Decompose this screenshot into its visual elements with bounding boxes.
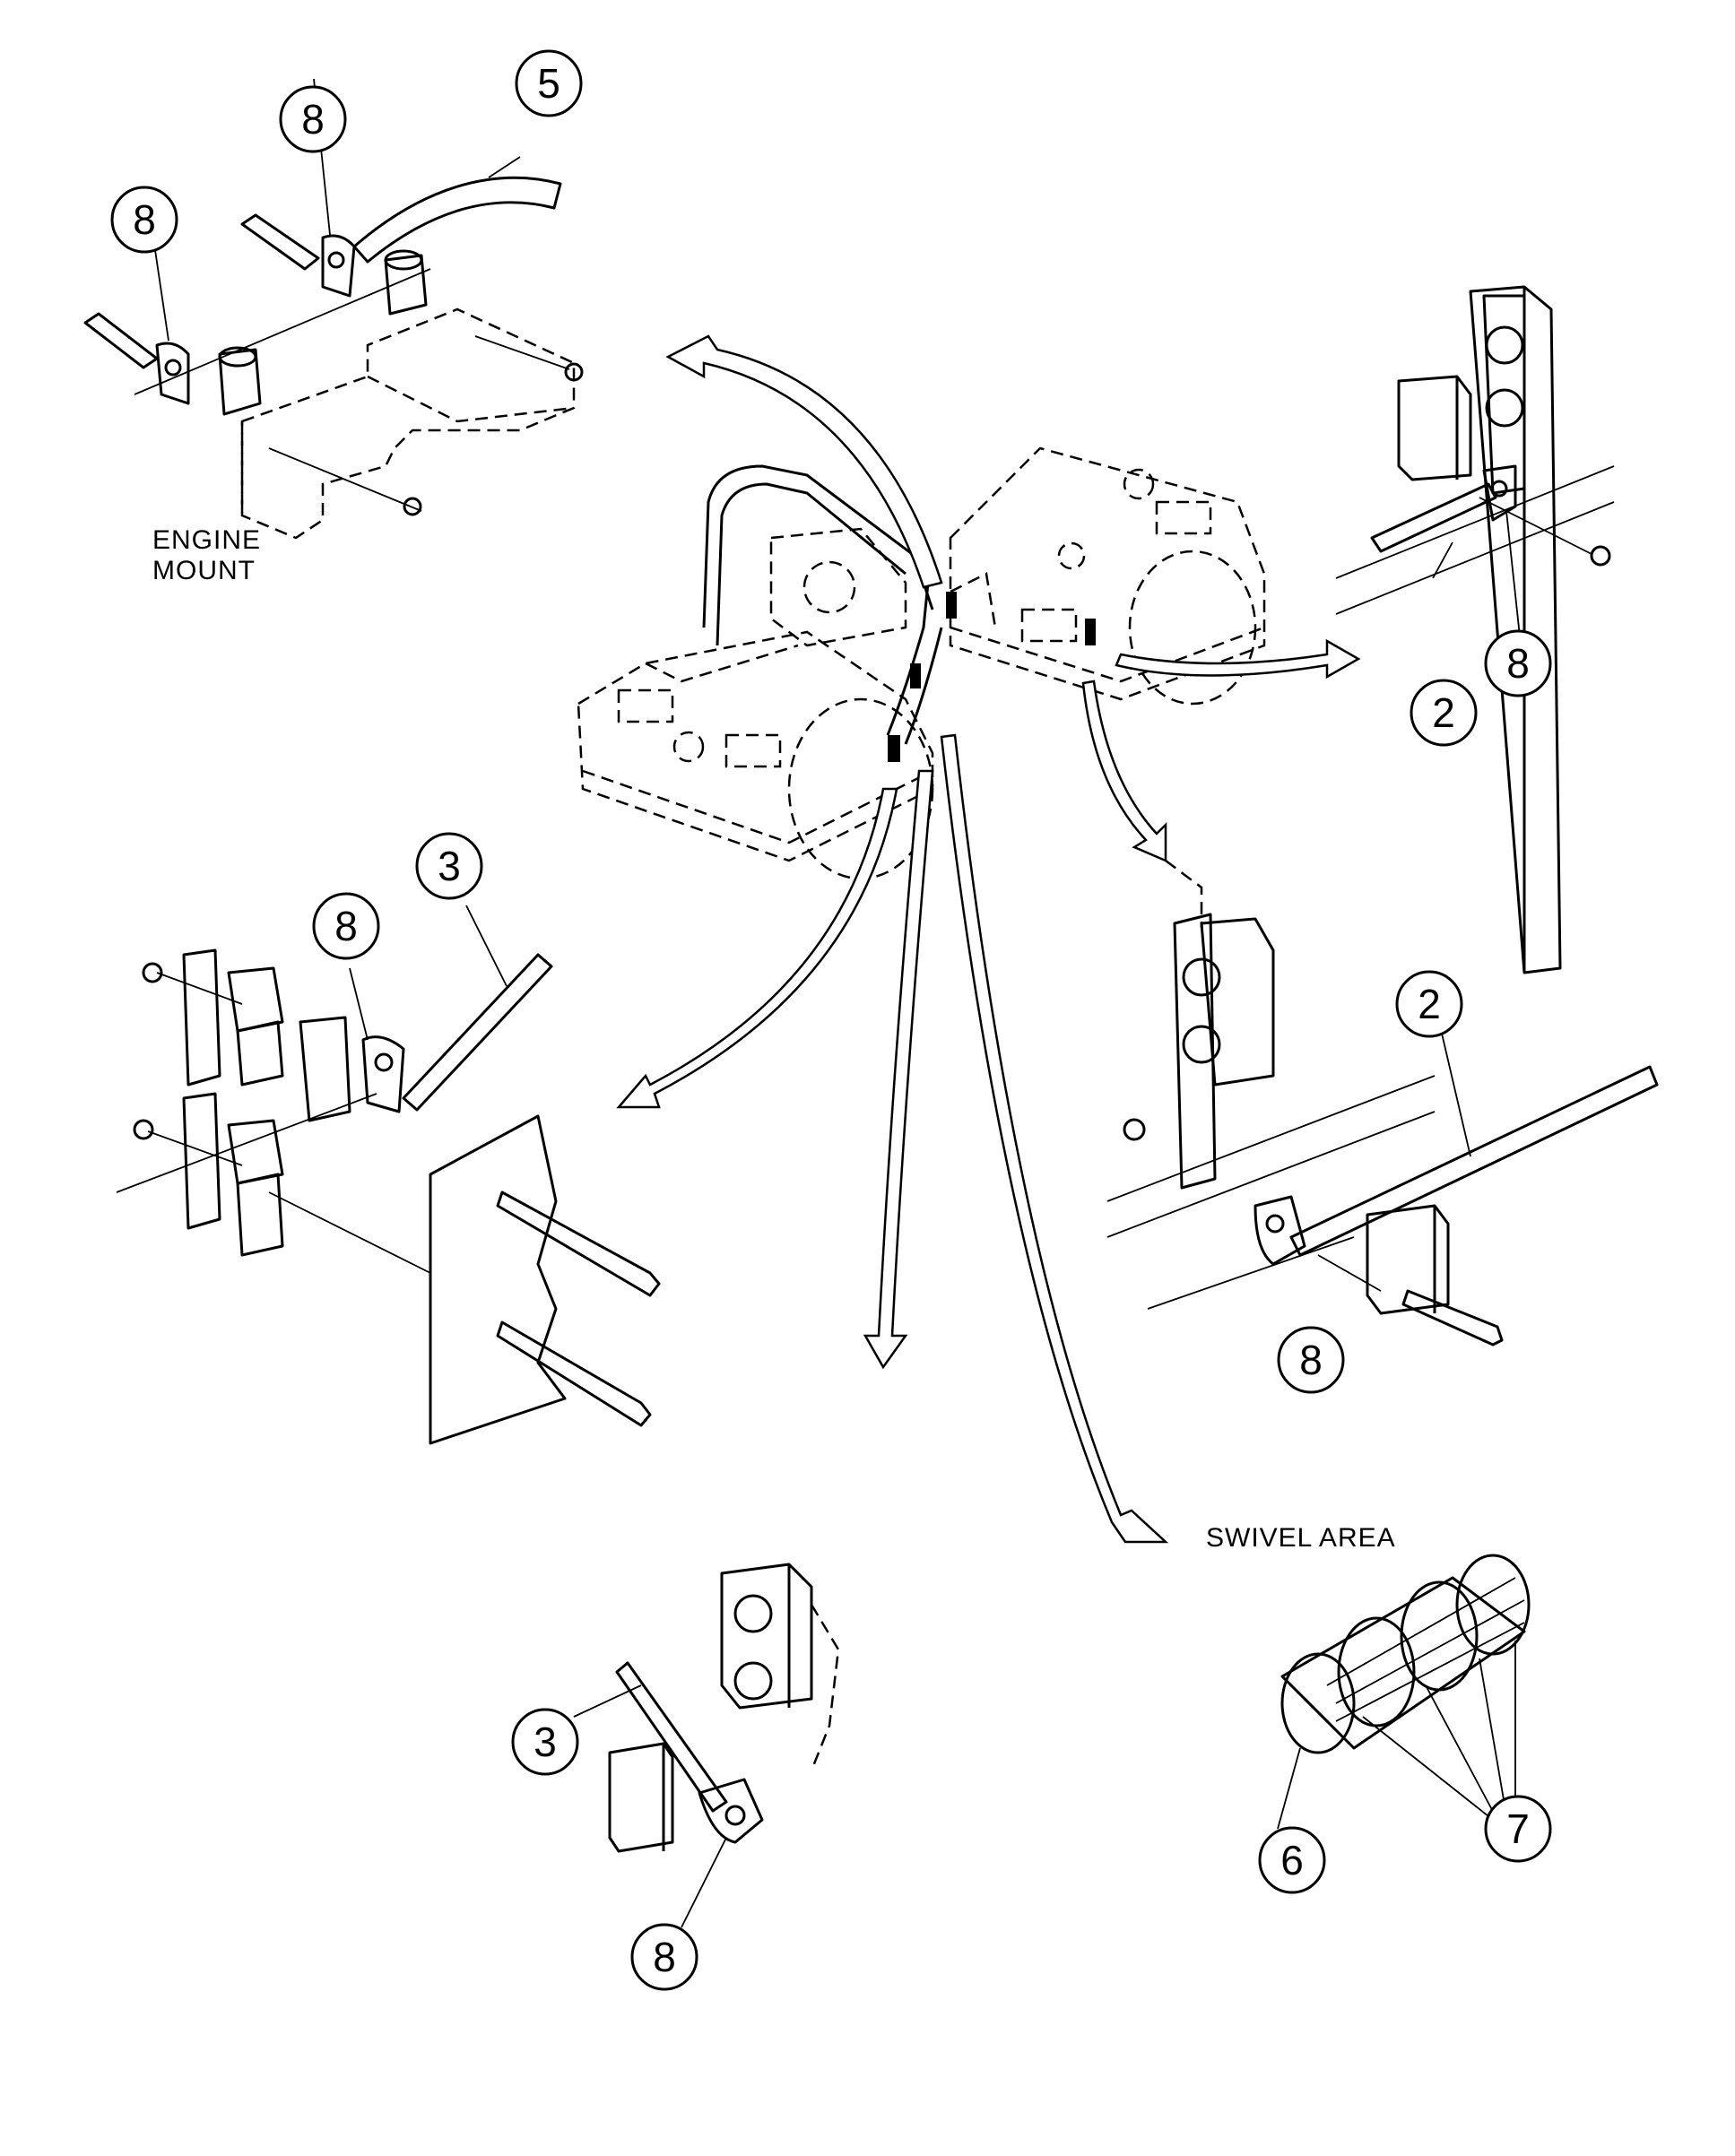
callout-8-number: 8	[653, 1934, 676, 1980]
lower-frame-detail	[573, 1563, 840, 1928]
callout-3: 3	[511, 1708, 579, 1776]
callout-2-number: 2	[1432, 689, 1455, 736]
callout-3: 3	[415, 832, 483, 900]
callout-8-number: 8	[1506, 640, 1530, 687]
callout-8-number: 8	[334, 903, 358, 949]
callout-5-number: 5	[537, 60, 560, 107]
callout-8: 8	[630, 1923, 698, 1991]
engine-mount-assembly: ENGINE MOUNT	[83, 78, 584, 585]
engine-mount-label-line2: MOUNT	[152, 556, 256, 585]
callout-2-number: 2	[1418, 981, 1441, 1027]
callout-7-number: 7	[1506, 1805, 1530, 1852]
callout-8: 8	[110, 186, 178, 254]
callout-6-number: 6	[1280, 1837, 1304, 1883]
engine-mount-label-line1: ENGINE	[152, 525, 261, 555]
detail-arrows	[616, 334, 1361, 1544]
right-frame-detail	[1106, 913, 1659, 1346]
callout-7: 7	[1484, 1795, 1552, 1863]
swivel-area-label: SWIVEL AREA	[1206, 1523, 1396, 1553]
callout-2: 2	[1395, 970, 1463, 1038]
left-frame-detail	[116, 905, 661, 1445]
callout-3-number: 3	[534, 1719, 557, 1765]
callout-8-number: 8	[133, 196, 156, 243]
callout-8-number: 8	[1299, 1337, 1323, 1383]
callout-8: 8	[312, 892, 380, 960]
roller-machine	[577, 446, 1266, 880]
callout-3-number: 3	[438, 843, 461, 889]
rear-frame-detail	[1335, 285, 1615, 974]
callout-8-number: 8	[301, 96, 325, 143]
callout-8: 8	[1277, 1326, 1345, 1394]
callout-8: 8	[279, 85, 347, 153]
callout-5: 5	[515, 49, 583, 117]
swivel-area-detail: SWIVEL AREA	[1206, 1523, 1531, 1830]
callout-2: 2	[1410, 679, 1478, 747]
callout-8: 8	[1484, 629, 1552, 697]
callout-6: 6	[1258, 1826, 1326, 1894]
